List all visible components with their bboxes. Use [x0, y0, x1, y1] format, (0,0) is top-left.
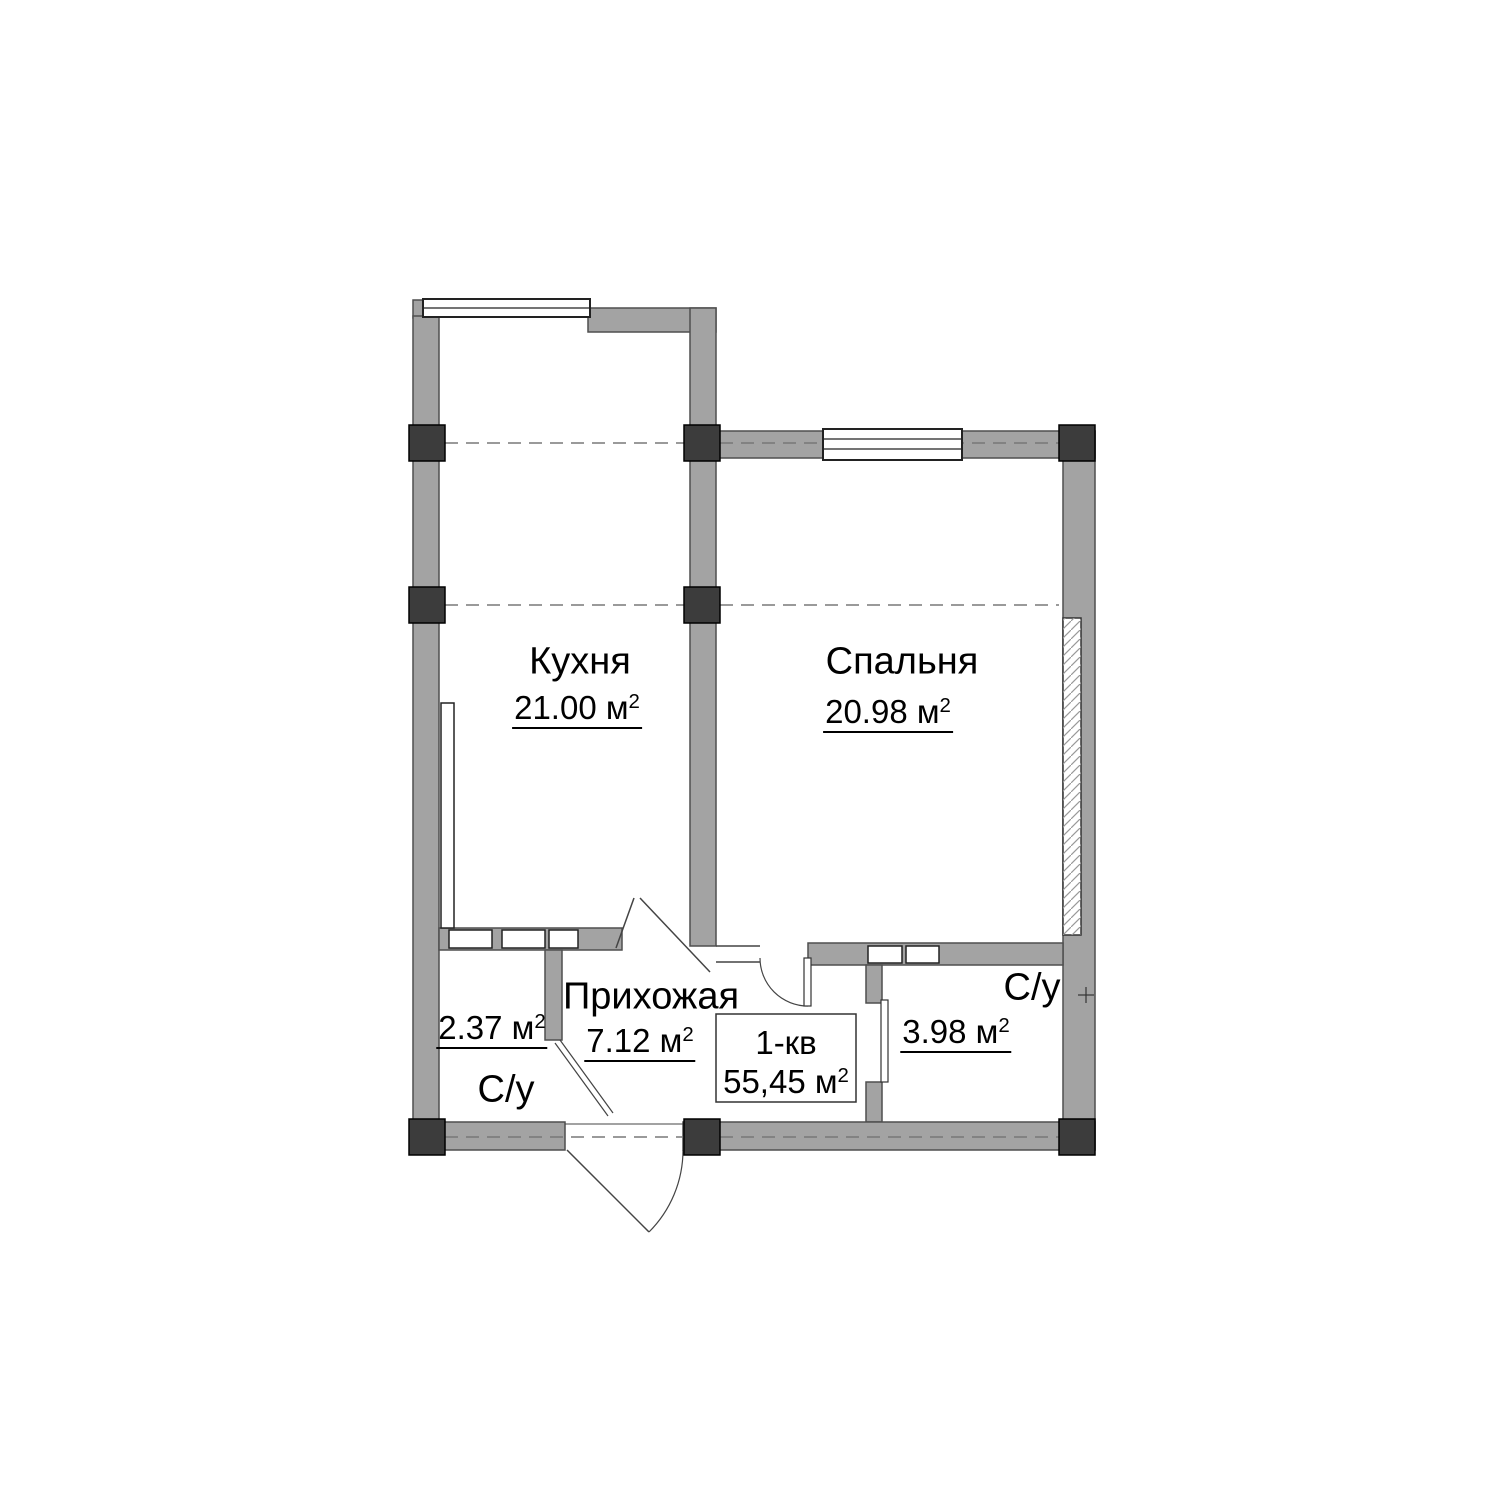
bathroom-small-name-label: С/у — [478, 1069, 535, 1112]
door-bathroom-large-leaf — [880, 999, 889, 1083]
wall-bottom-right — [682, 1121, 1096, 1151]
apartment-summary-box — [715, 1013, 857, 1103]
door-kitchen-swing — [639, 897, 711, 973]
wall-left-inset — [440, 702, 455, 929]
kitchen-name: Кухня — [529, 640, 631, 683]
bedroom-name-label: Спальня — [826, 641, 979, 684]
hallway-area: 7.12 м2 — [584, 1022, 696, 1062]
bathroom-large-name-label: С/у — [1004, 967, 1061, 1010]
column — [1058, 424, 1096, 462]
vent-shaft — [501, 929, 546, 949]
column — [683, 586, 721, 624]
vent-shaft — [548, 929, 579, 949]
column — [408, 586, 446, 624]
summary-apartment: 1-кв — [755, 1024, 817, 1061]
door-kitchen-leaf — [615, 897, 635, 949]
bathroom-large-area-label: 3.98 м2 — [900, 1013, 1012, 1053]
bathroom-large-area: 3.98 м2 — [900, 1013, 1012, 1053]
vent-shaft — [867, 945, 903, 964]
door-entrance-leaf — [566, 1149, 650, 1233]
window-right-wall-hatch — [1063, 618, 1081, 935]
wall-kitchen-bedroom-divider — [689, 457, 717, 947]
column — [1058, 1118, 1096, 1156]
door-bedroom-leaf — [803, 957, 812, 1007]
bathroom-large-name: С/у — [1003, 966, 1061, 1009]
column — [408, 1118, 446, 1156]
summary-area-label: 55,45 м2 — [723, 1063, 849, 1101]
hallway-name: Прихожая — [562, 975, 740, 1018]
bathroom-small-name: С/у — [477, 1068, 535, 1111]
summary-area: 55,45 м2 — [723, 1063, 849, 1100]
column — [408, 424, 446, 462]
vent-shaft — [448, 929, 493, 949]
vent-shaft — [905, 945, 940, 964]
hallway-name-label: Прихожая — [563, 976, 739, 1019]
hallway-area-label: 7.12 м2 — [584, 1022, 696, 1062]
door-bedroom-arc — [759, 957, 809, 1007]
bedroom-area-label: 20.98 м2 — [823, 693, 953, 733]
bathroom-small-area-label: 2.37 м2 — [436, 1009, 548, 1049]
bedroom-area: 20.98 м2 — [823, 693, 953, 733]
column — [683, 424, 721, 462]
kitchen-area: 21.00 м2 — [512, 689, 642, 729]
kitchen-area-label: 21.00 м2 — [512, 689, 642, 729]
door-bathroom-small-leaf — [559, 1039, 614, 1114]
wall-bathroom-large-upper — [865, 964, 883, 1004]
door-bathroom-small-leaf — [554, 1042, 609, 1117]
column — [683, 1118, 721, 1156]
wall-bathroom-small — [544, 949, 563, 1041]
wall-bathroom-large-lower — [865, 1081, 883, 1123]
kitchen-name-label: Кухня — [529, 641, 631, 684]
bedroom-name: Спальня — [825, 640, 979, 683]
summary-apartment-label: 1-кв — [755, 1024, 816, 1062]
window-bedroom — [822, 428, 963, 461]
door-entrance-arc — [648, 1149, 684, 1233]
bathroom-small-area: 2.37 м2 — [436, 1009, 548, 1049]
